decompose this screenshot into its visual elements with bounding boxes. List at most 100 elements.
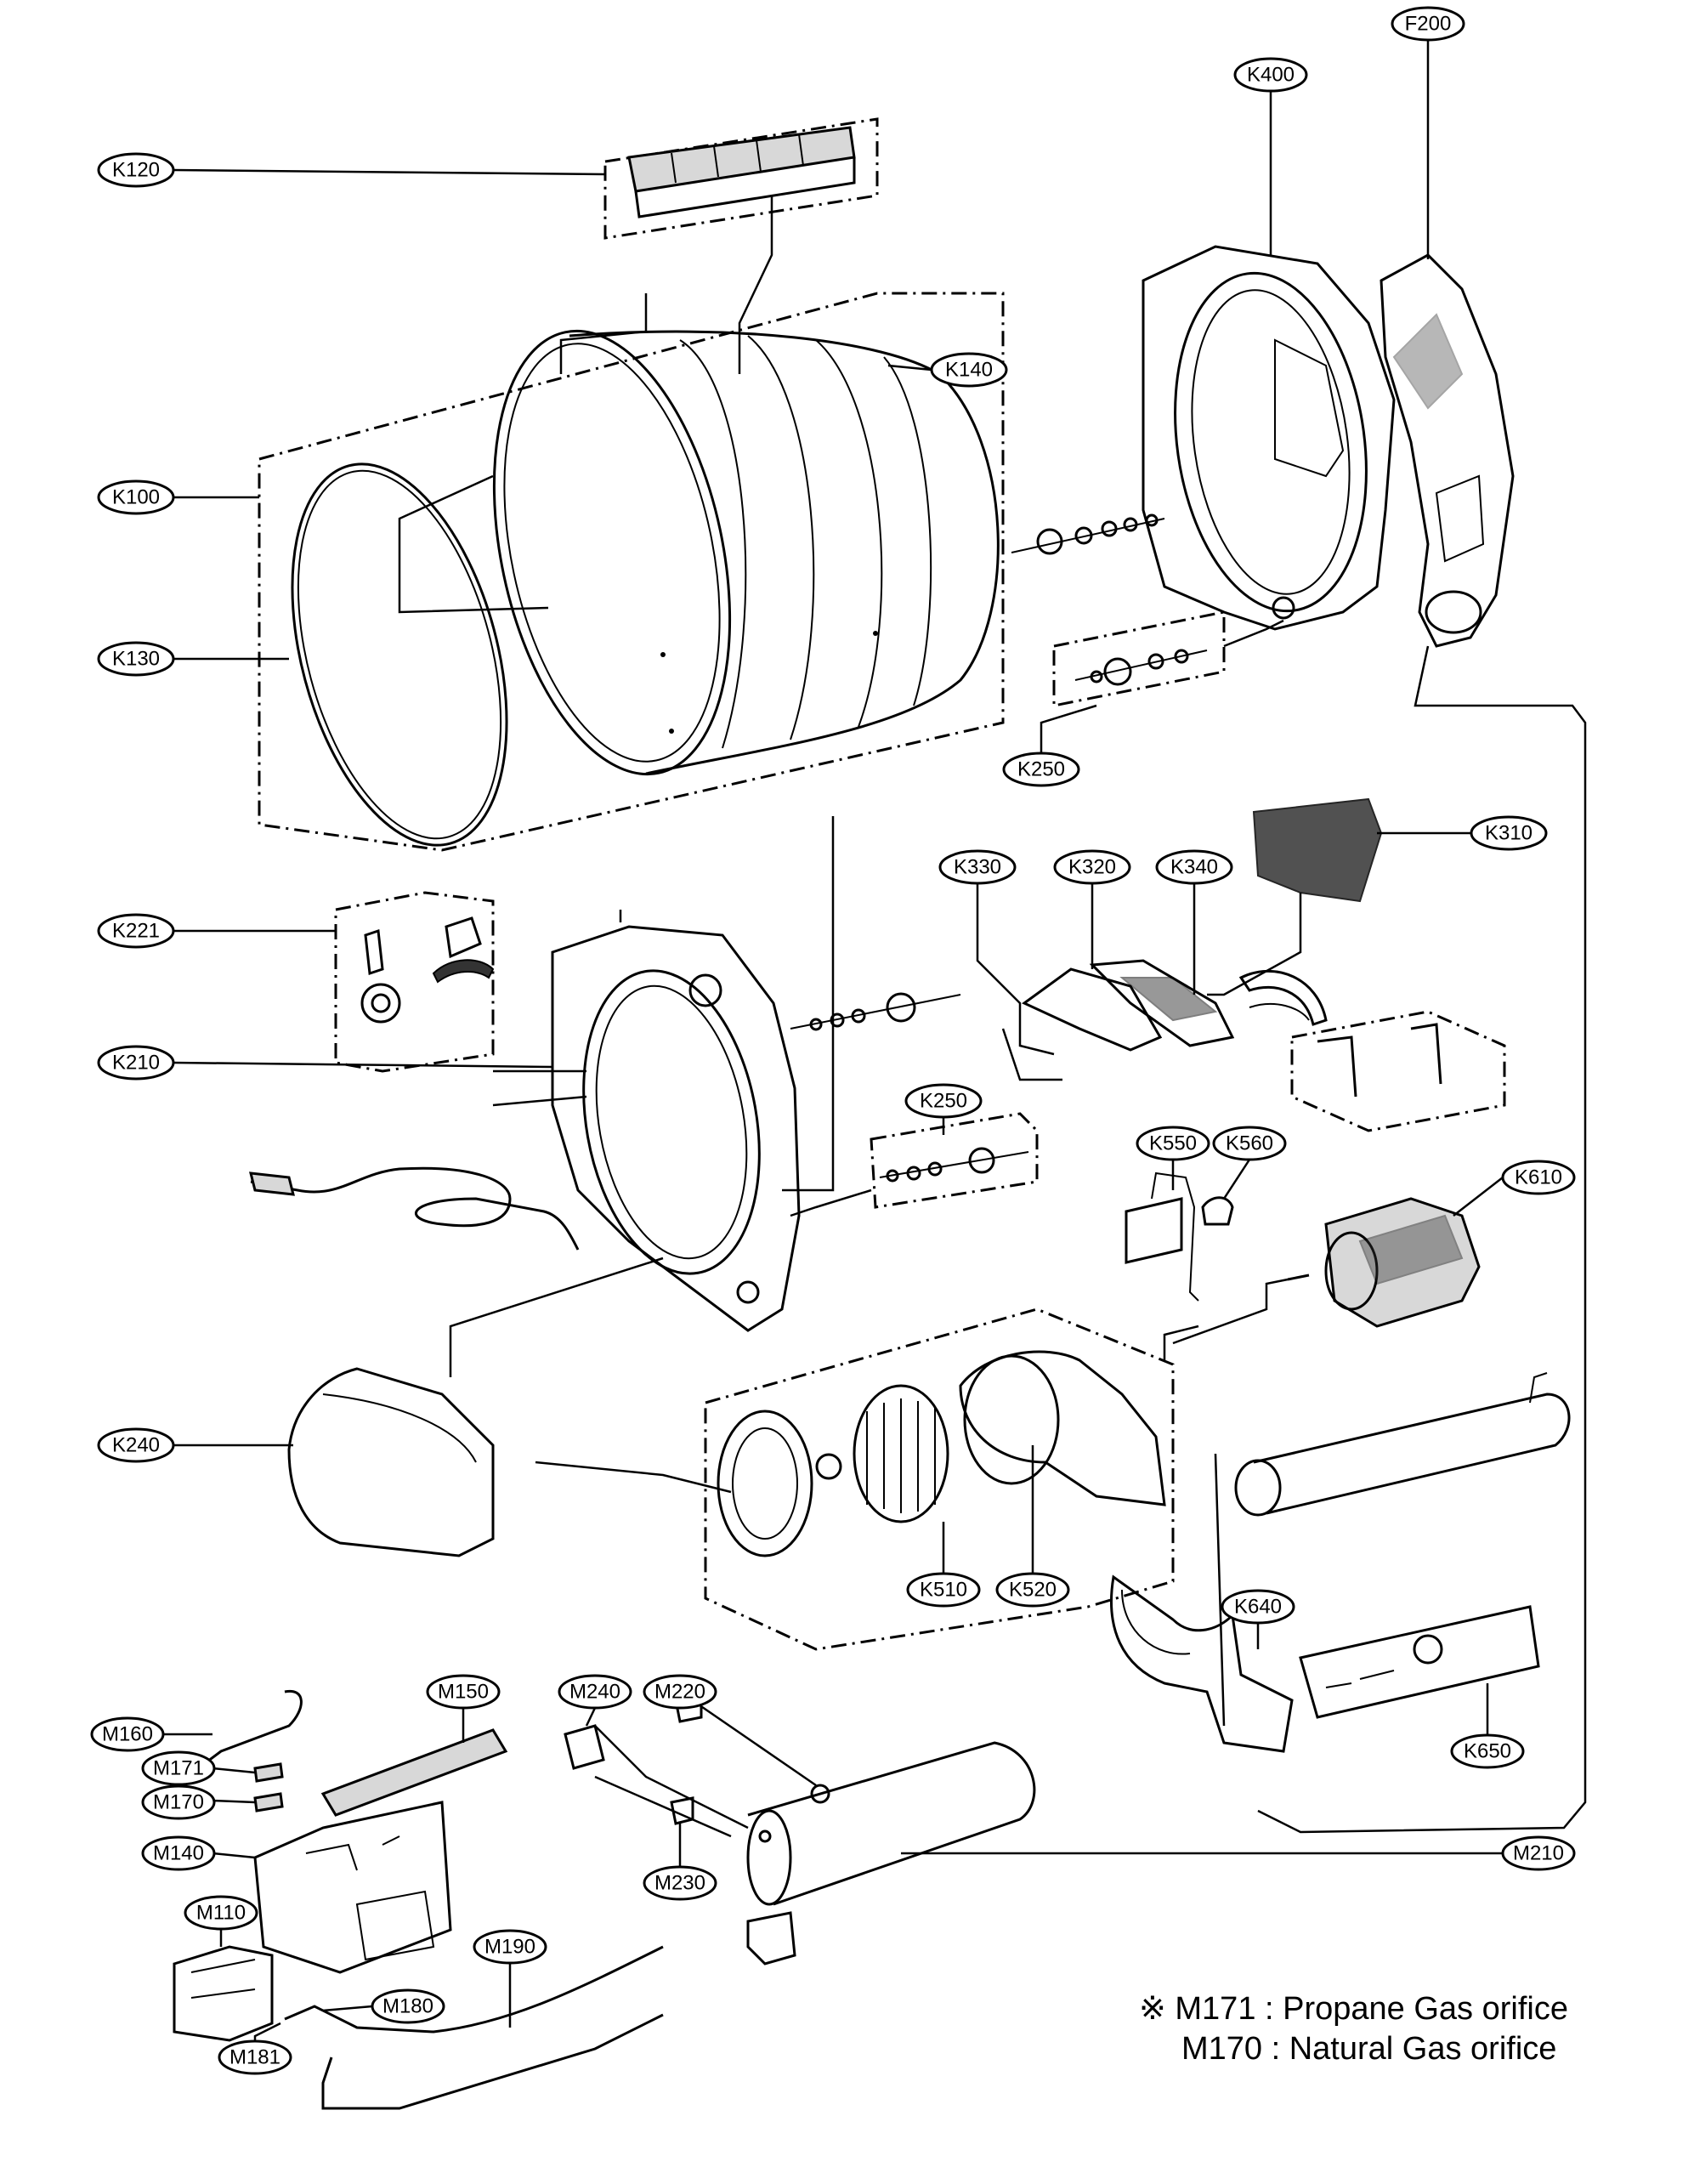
- callout-k610: K610: [1453, 1160, 1576, 1217]
- callout-m220: M220: [643, 1674, 717, 1710]
- part-m230: [670, 1796, 694, 1825]
- callout-k640: K640: [1221, 1589, 1295, 1625]
- k221-box: [334, 891, 495, 1073]
- part-k400-rear-bulkhead: [1142, 245, 1396, 631]
- callout-m150: M150: [426, 1674, 501, 1710]
- callout-m171: M171: [141, 1750, 216, 1786]
- callout-k550-label: K550: [1149, 1132, 1197, 1155]
- callout-m181: M181: [218, 2022, 292, 2075]
- callout-k250-top-label: K250: [1017, 758, 1065, 781]
- k130-inner-line: [398, 474, 549, 614]
- callout-m160-label: M160: [102, 1723, 153, 1746]
- part-m240: [564, 1724, 605, 1770]
- callout-k400-label: K400: [1247, 64, 1295, 87]
- callout-k250-top: K250: [1002, 704, 1097, 787]
- callout-k400: K400: [1233, 57, 1308, 255]
- part-m210-burner-funnel: [746, 1741, 1036, 1966]
- callout-k210: K210: [97, 1045, 553, 1081]
- callout-k340: K340: [1155, 849, 1233, 918]
- part-k310-lint-filter: [1252, 797, 1383, 903]
- callout-m170-label: M170: [153, 1791, 204, 1814]
- rear-shaft: [1011, 518, 1165, 553]
- callout-m210-label: M210: [1513, 1842, 1564, 1865]
- note-natural: M170 : Natural Gas orifice: [1181, 2031, 1556, 2067]
- callout-k120-label: K120: [112, 159, 160, 182]
- k500-blower-box: [704, 1308, 1175, 1651]
- callout-k550: K550: [1136, 1126, 1210, 1161]
- callout-m230: M230: [643, 1824, 717, 1901]
- part-f200-lint-duct: [1380, 253, 1515, 648]
- callout-m171-label: M171: [153, 1757, 204, 1780]
- callout-k330: K330: [938, 849, 1017, 927]
- callout-k210-label: K210: [112, 1052, 160, 1075]
- callout-m150-label: M150: [438, 1681, 489, 1704]
- callout-m230-label: M230: [654, 1872, 705, 1895]
- k120-to-drum-line: [738, 196, 773, 374]
- callout-k650: K650: [1450, 1733, 1525, 1769]
- callout-m140-label: M140: [153, 1842, 204, 1865]
- callout-m210: M210: [1501, 1835, 1576, 1871]
- part-k120-vent: [603, 117, 879, 240]
- part-k240-duct: [287, 1367, 495, 1557]
- callout-m240-label: M240: [569, 1681, 620, 1704]
- parts-k320-k330-k340: [1022, 959, 1328, 1052]
- callout-k250-mid-label: K250: [920, 1090, 967, 1113]
- callout-m220-label: M220: [654, 1681, 705, 1704]
- callout-m180: M180: [322, 1988, 445, 2024]
- wire-harness: [250, 1166, 580, 1251]
- callout-m110: M110: [184, 1895, 258, 1947]
- part-m110-valve: [173, 1945, 274, 2042]
- callout-k320-label: K320: [1068, 856, 1116, 879]
- callout-k240: K240: [97, 1427, 293, 1463]
- callout-m240: M240: [558, 1674, 632, 1727]
- callout-k650-label: K650: [1464, 1740, 1511, 1763]
- part-m140-m150-burner: [253, 1728, 508, 1974]
- k610-mount-box: [1290, 1010, 1506, 1132]
- callout-k130-label: K130: [112, 648, 160, 671]
- part-k640-k650-bracket: [1110, 1574, 1540, 1753]
- callout-k640-label: K640: [1234, 1596, 1282, 1619]
- callout-k340-label: K340: [1170, 856, 1218, 879]
- note-propane: ※ M171 : Propane Gas orifice: [1139, 1991, 1568, 2027]
- callout-m190-label: M190: [484, 1936, 535, 1959]
- callout-k330-label: K330: [954, 856, 1001, 879]
- callout-k510-label: K510: [920, 1579, 967, 1602]
- part-k210-front-bulkhead: [551, 925, 801, 1332]
- part-m190-line: [284, 1945, 664, 2034]
- callout-k310: K310: [1377, 815, 1548, 851]
- k250-top-box: [1052, 610, 1226, 707]
- callout-m160: M160: [90, 1716, 165, 1752]
- callout-k320: K320: [1053, 849, 1131, 918]
- callout-k310-label: K310: [1485, 822, 1533, 845]
- part-k560: [1201, 1196, 1234, 1226]
- callout-k140-label: K140: [945, 359, 993, 382]
- part-k140-drum: [492, 329, 1000, 776]
- callout-k140: K140: [887, 352, 1008, 388]
- callout-m180-label: M180: [382, 1995, 433, 2018]
- callout-k520-label: K520: [1009, 1579, 1057, 1602]
- callout-k100-label: K100: [112, 486, 160, 509]
- callout-m170: M170: [141, 1784, 216, 1820]
- callout-m190: M190: [473, 1929, 547, 2028]
- callout-k560: K560: [1212, 1126, 1287, 1200]
- k250-mid-box: [870, 1112, 1039, 1209]
- part-k550: [1125, 1197, 1183, 1264]
- callout-m140: M140: [141, 1835, 216, 1871]
- callout-f200: F200: [1391, 6, 1465, 259]
- callout-k221: K221: [97, 913, 336, 949]
- part-m210-burner-tube: [1253, 1393, 1571, 1515]
- callout-m181-label: M181: [229, 2046, 280, 2069]
- callout-k240-label: K240: [112, 1434, 160, 1457]
- callout-f200-label: F200: [1405, 13, 1452, 36]
- k100-assembly-box: [258, 292, 1005, 852]
- part-k130-gasket: [291, 462, 508, 847]
- callout-k221-label: K221: [112, 920, 160, 943]
- callout-k250-mid: K250: [904, 1083, 983, 1135]
- callout-k610-label: K610: [1515, 1166, 1562, 1189]
- callout-k100: K100: [97, 479, 259, 515]
- callout-k120: K120: [97, 152, 606, 188]
- callout-k520: K520: [995, 1572, 1070, 1608]
- f200-duct-line: [1257, 645, 1587, 1834]
- part-k610-motor: [1287, 1197, 1481, 1328]
